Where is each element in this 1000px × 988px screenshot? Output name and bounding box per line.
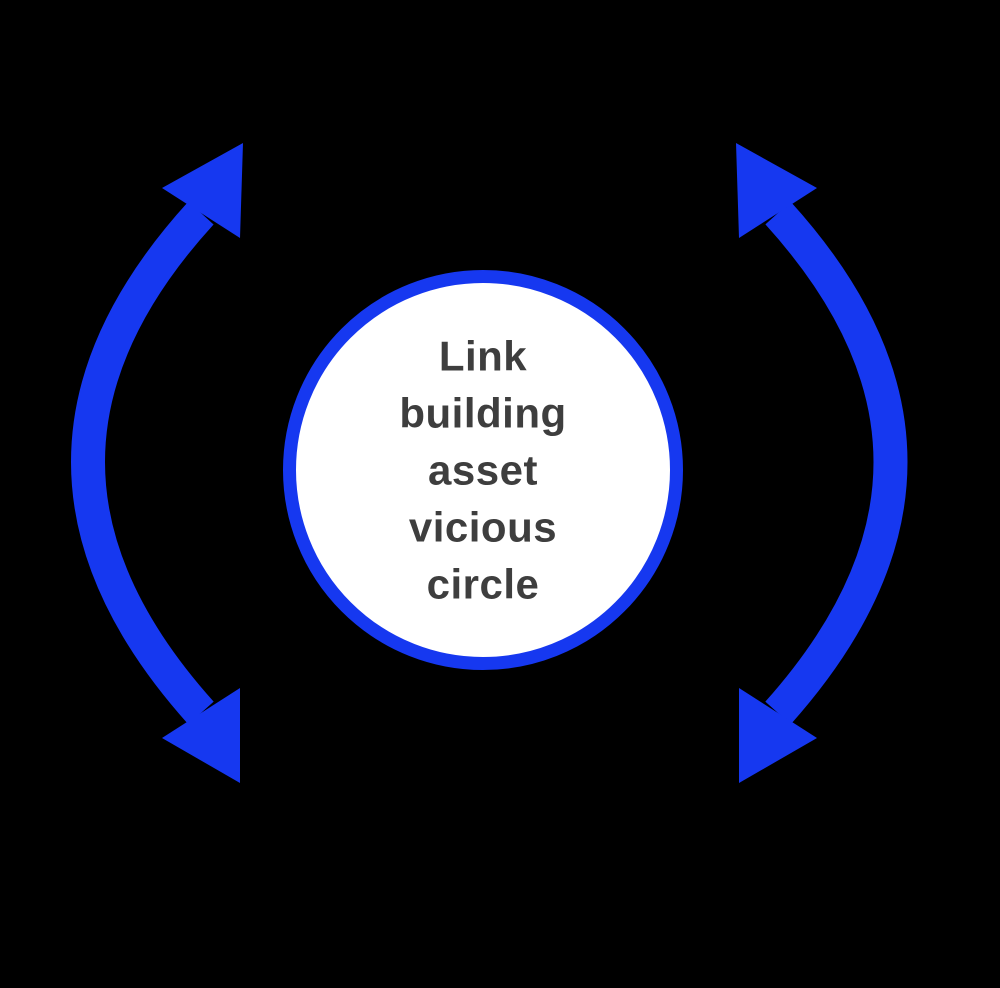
right-arrow-top-arrowhead-icon (736, 143, 817, 238)
center-circle (283, 270, 683, 670)
left-cycle-arrow (71, 143, 243, 783)
right-arrow-shaft (765, 201, 908, 725)
right-cycle-arrow (736, 143, 908, 783)
center-circle-label: Link building asset vicious circle (399, 332, 567, 608)
right-arrow-bottom-arrowhead-icon (739, 688, 817, 783)
left-arrow-shaft (71, 201, 214, 725)
left-arrow-top-arrowhead-icon (162, 143, 243, 238)
left-arrow-bottom-arrowhead-icon (162, 688, 240, 783)
